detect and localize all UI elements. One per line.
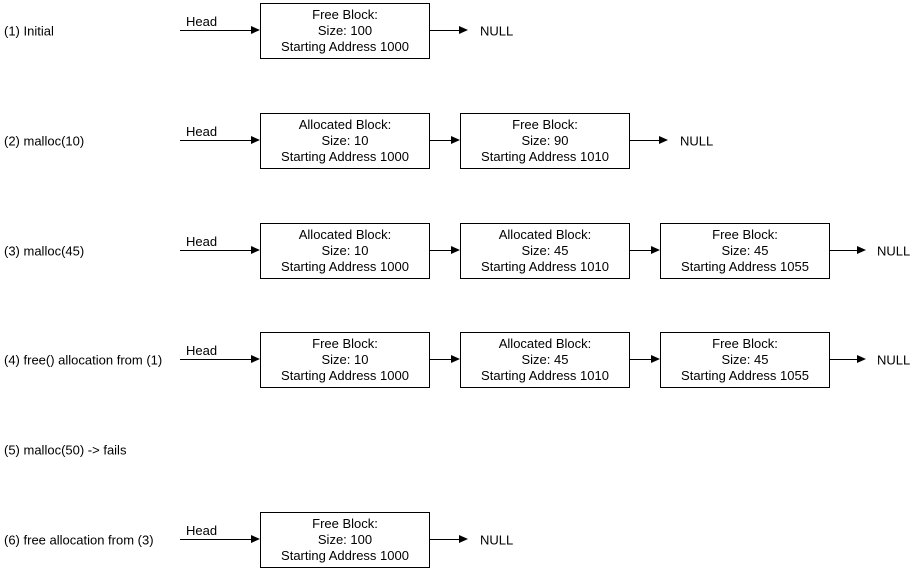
block-address: Starting Address 1010 xyxy=(481,149,609,164)
memory-block: Allocated Block: Size: 45 Starting Addre… xyxy=(460,223,630,279)
memory-block: Free Block: Size: 10 Starting Address 10… xyxy=(260,332,430,388)
block-size: Size: 90 xyxy=(521,133,569,148)
block-address: Starting Address 1000 xyxy=(281,548,409,563)
block-size: Size: 100 xyxy=(317,23,373,38)
block-title: Allocated Block: xyxy=(498,227,592,242)
link-arrow xyxy=(630,245,660,254)
diagram-row-2: (2) malloc(10) Head Allocated Block: Siz… xyxy=(0,113,921,169)
memory-block: Allocated Block: Size: 10 Starting Addre… xyxy=(260,223,430,279)
block-address: Starting Address 1010 xyxy=(481,259,609,274)
block-address: Starting Address 1000 xyxy=(281,368,409,383)
row-label: (2) malloc(10) xyxy=(4,133,85,149)
null-label: NULL xyxy=(480,532,514,548)
diagram-row-1: (1) Initial Head Free Block: Size: 100 S… xyxy=(0,3,921,59)
block-address: Starting Address 1000 xyxy=(281,149,409,164)
head-arrow xyxy=(180,354,260,363)
null-label: NULL xyxy=(680,133,714,149)
memory-block: Allocated Block: Size: 45 Starting Addre… xyxy=(460,332,630,388)
block-title: Free Block: xyxy=(312,516,378,531)
block-address: Starting Address 1000 xyxy=(281,259,409,274)
head-label: Head xyxy=(186,234,218,249)
null-arrow xyxy=(630,135,668,144)
block-address: Starting Address 1010 xyxy=(481,368,609,383)
head-arrow xyxy=(180,245,260,254)
head-label: Head xyxy=(186,14,218,29)
diagram-row-4: (4) free() allocation from (1) Head Free… xyxy=(0,332,921,388)
memory-block: Free Block: Size: 45 Starting Address 10… xyxy=(660,332,830,388)
null-arrow xyxy=(830,245,866,254)
block-size: Size: 45 xyxy=(521,243,569,258)
block-address: Starting Address 1000 xyxy=(281,39,409,54)
memory-block: Free Block: Size: 100 Starting Address 1… xyxy=(260,3,430,59)
block-title: Free Block: xyxy=(312,336,378,351)
block-size: Size: 45 xyxy=(521,352,569,367)
block-size: Size: 10 xyxy=(321,243,369,258)
row-label: (4) free() allocation from (1) xyxy=(4,352,163,368)
link-arrow xyxy=(430,245,460,254)
null-arrow xyxy=(430,25,468,34)
row-label: (5) malloc(50) -> fails xyxy=(4,442,127,458)
head-arrow xyxy=(180,135,260,144)
diagram-row-3: (3) malloc(45) Head Allocated Block: Siz… xyxy=(0,223,921,279)
block-size: Size: 10 xyxy=(321,352,369,367)
block-title: Free Block: xyxy=(312,7,378,22)
link-arrow xyxy=(430,354,460,363)
link-arrow xyxy=(630,354,660,363)
head-label: Head xyxy=(186,523,218,538)
memory-block: Free Block: Size: 45 Starting Address 10… xyxy=(660,223,830,279)
null-label: NULL xyxy=(480,23,514,39)
head-arrow xyxy=(180,534,260,543)
block-title: Free Block: xyxy=(712,336,778,351)
block-title: Allocated Block: xyxy=(298,227,392,242)
block-title: Allocated Block: xyxy=(298,117,392,132)
head-label: Head xyxy=(186,343,218,358)
block-size: Size: 10 xyxy=(321,133,369,148)
block-size: Size: 100 xyxy=(317,532,373,547)
null-label: NULL xyxy=(877,352,911,368)
row-label: (1) Initial xyxy=(4,23,54,39)
memory-block: Free Block: Size: 100 Starting Address 1… xyxy=(260,512,430,568)
diagram-row-6: (6) free allocation from (3) Head Free B… xyxy=(0,512,921,568)
memory-block: Allocated Block: Size: 10 Starting Addre… xyxy=(260,113,430,169)
null-arrow xyxy=(830,354,866,363)
block-size: Size: 45 xyxy=(721,243,769,258)
block-size: Size: 45 xyxy=(721,352,769,367)
block-title: Free Block: xyxy=(712,227,778,242)
head-label: Head xyxy=(186,124,218,139)
diagram-row-5: (5) malloc(50) -> fails xyxy=(0,422,921,478)
row-label: (6) free allocation from (3) xyxy=(4,532,154,548)
null-label: NULL xyxy=(877,243,911,259)
null-arrow xyxy=(430,534,468,543)
block-title: Free Block: xyxy=(512,117,578,132)
block-address: Starting Address 1055 xyxy=(681,368,809,383)
head-arrow xyxy=(180,25,260,34)
link-arrow xyxy=(430,135,460,144)
memory-block: Free Block: Size: 90 Starting Address 10… xyxy=(460,113,630,169)
block-address: Starting Address 1055 xyxy=(681,259,809,274)
block-title: Allocated Block: xyxy=(498,336,592,351)
row-label: (3) malloc(45) xyxy=(4,243,85,259)
